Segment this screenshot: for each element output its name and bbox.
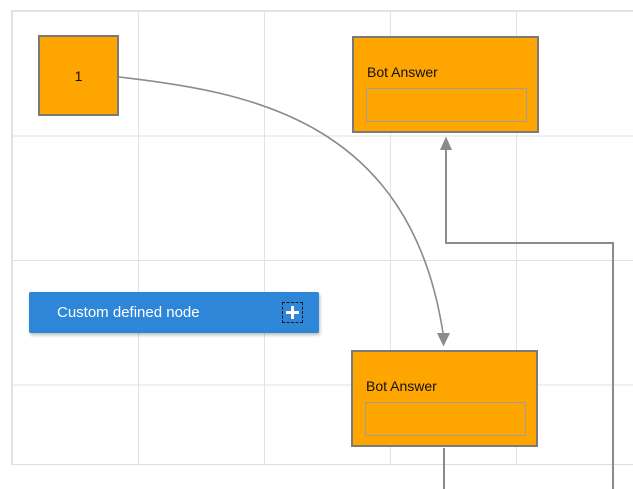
bot-answer-input[interactable] xyxy=(365,402,526,436)
bot-answer-node-top[interactable]: Bot Answer xyxy=(352,36,539,133)
plus-icon xyxy=(286,306,299,319)
start-node-label: 1 xyxy=(74,67,83,84)
bot-answer-input[interactable] xyxy=(366,88,527,122)
custom-defined-node[interactable]: Custom defined node xyxy=(29,292,319,333)
bot-answer-node-bottom[interactable]: Bot Answer xyxy=(351,350,538,447)
add-button[interactable] xyxy=(282,302,303,323)
bot-answer-title: Bot Answer xyxy=(366,378,437,394)
bot-answer-title: Bot Answer xyxy=(367,64,438,80)
custom-node-label: Custom defined node xyxy=(57,304,200,321)
start-node[interactable]: 1 xyxy=(38,35,119,116)
